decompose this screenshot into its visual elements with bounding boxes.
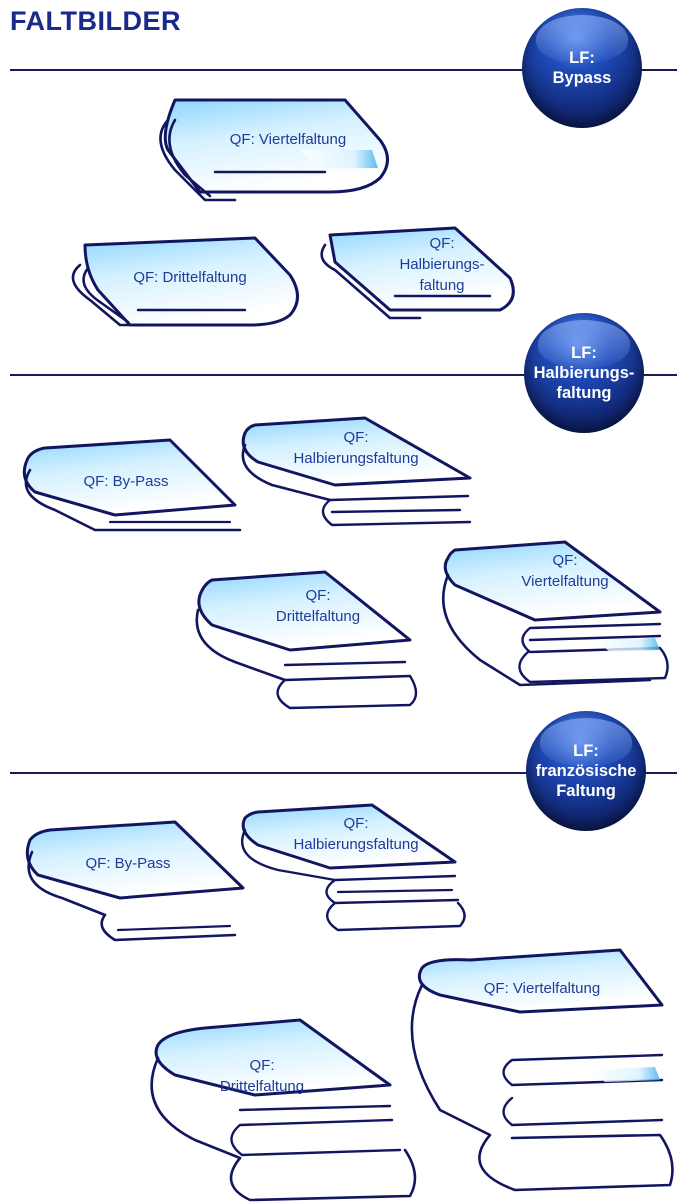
fold-item-drittelfaltung-3 [152,1020,415,1200]
fold-label: QF: Viertelfaltung [230,131,346,148]
fold-label: QF: By-Pass [83,473,168,490]
fold-label: QF: Viertelfaltung [484,980,600,997]
fold-item-by-pass-2 [27,822,243,940]
fold-label: QF: Drittelfaltung [133,269,246,286]
fold-item-halbierungsfaltung [322,228,514,318]
fold-label: QF: By-Pass [85,855,170,872]
fold-item-viertelfaltung [160,100,387,200]
